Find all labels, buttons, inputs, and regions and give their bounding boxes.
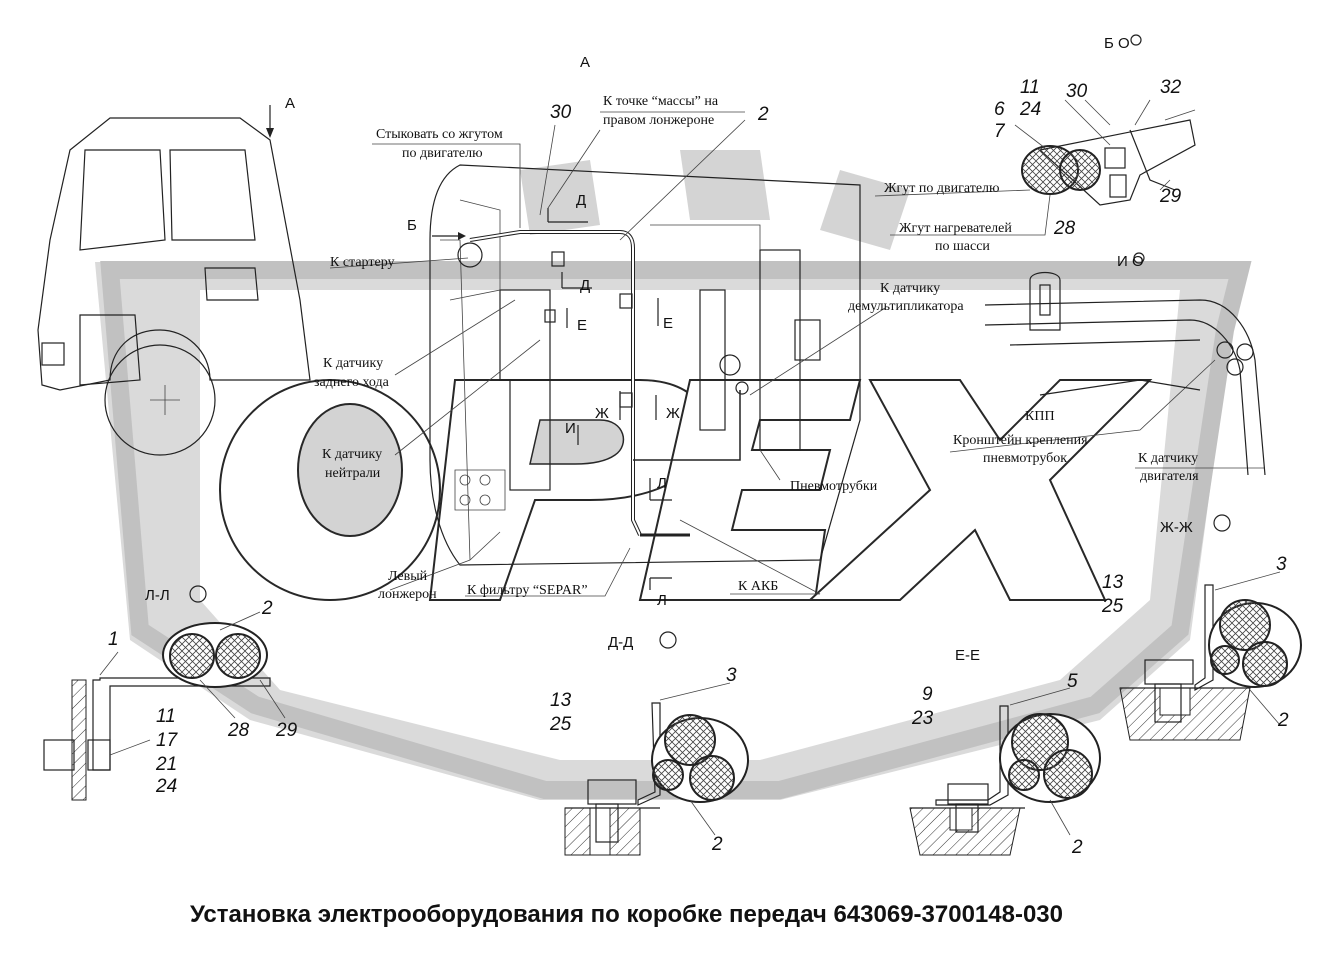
wire-harness xyxy=(469,230,749,537)
view-circles xyxy=(189,34,1231,649)
callout-reverse-1: К датчику xyxy=(323,356,383,371)
callout-kpp: КПП xyxy=(1025,409,1055,424)
num-bo-30: 30 xyxy=(1066,81,1088,102)
gearbox xyxy=(429,164,861,566)
callout-demult-1: К датчику xyxy=(880,281,940,296)
leader-lines xyxy=(329,111,1265,597)
num-zh-25: 25 xyxy=(1101,596,1124,617)
drawing-title: Установка электрооборудования по коробке… xyxy=(190,901,1063,928)
cut-l2: Л xyxy=(657,592,667,609)
callout-engine-sensor-1: К датчику xyxy=(1138,451,1198,466)
num-main-2: 2 xyxy=(757,104,769,125)
detail-zhzh xyxy=(1119,571,1302,741)
cut-i: И xyxy=(565,420,576,437)
callout-bracket-2: пневмотрубок xyxy=(983,451,1067,466)
callout-ground-2: правом лонжероне xyxy=(603,113,714,128)
callout-rail-2: лонжерон xyxy=(378,587,437,602)
view-label-zhzh: Ж-Ж xyxy=(1160,519,1193,536)
num-bo-24: 24 xyxy=(1019,99,1041,120)
callout-join-1: Стыковать со жгутом xyxy=(376,127,503,142)
detail-ee xyxy=(909,687,1101,856)
num-ee-23: 23 xyxy=(911,708,934,729)
callout-pneumo: Пневмотрубки xyxy=(790,479,878,494)
num-ll-21: 21 xyxy=(155,754,177,775)
callout-engine-harness: Жгут по двигателю xyxy=(884,181,1000,196)
num-bo-6: 6 xyxy=(994,99,1005,120)
num-bo-11: 11 xyxy=(1020,77,1040,98)
num-main-30: 30 xyxy=(550,102,572,123)
cut-d1: Д xyxy=(576,192,586,209)
view-label-ee: Е-Е xyxy=(955,647,980,664)
callout-reverse-2: заднего хода xyxy=(314,375,390,390)
callout-engine-sensor-2: двигателя xyxy=(1140,469,1199,484)
cut-d2: Д xyxy=(580,277,590,294)
section-markers xyxy=(266,105,672,590)
callout-akb: К АКБ xyxy=(738,579,778,594)
num-dd-13: 13 xyxy=(550,690,572,711)
cut-l1: Л xyxy=(657,475,667,492)
view-label-bo: Б О xyxy=(1104,35,1130,52)
num-ll-2: 2 xyxy=(261,598,273,619)
callout-ground-1: К точке “массы” на xyxy=(603,94,719,109)
callout-bracket-1: Кронштейн крепления xyxy=(953,433,1088,448)
num-ee-5: 5 xyxy=(1067,671,1078,692)
num-bo-29: 29 xyxy=(1159,186,1182,207)
cut-zh1: Ж xyxy=(595,405,609,422)
detail-ll xyxy=(43,611,286,801)
view-label-a-cab: А xyxy=(285,95,295,112)
cut-e1: Е xyxy=(577,317,587,334)
num-ll-17: 17 xyxy=(156,730,179,751)
callout-heater-1: Жгут нагревателей xyxy=(899,221,1012,236)
num-ll-28: 28 xyxy=(227,720,250,741)
callout-separ: К фильтру “SEPAR” xyxy=(467,583,588,598)
num-ll-24: 24 xyxy=(155,776,177,797)
callout-neutral-2: нейтрали xyxy=(325,466,381,481)
num-dd-3: 3 xyxy=(726,665,737,686)
view-label-a: А xyxy=(580,54,590,71)
view-label-ll: Л-Л xyxy=(145,587,170,604)
callout-starter: К стартеру xyxy=(330,255,395,270)
num-ee-9: 9 xyxy=(922,684,933,705)
num-bo-7: 7 xyxy=(994,121,1006,142)
cut-e2: Е xyxy=(663,315,673,332)
num-dd-25: 25 xyxy=(549,714,572,735)
num-ee-2: 2 xyxy=(1071,837,1083,858)
num-bo-32: 32 xyxy=(1160,77,1182,98)
detail-io xyxy=(984,271,1266,476)
callout-demult-2: демультипликатора xyxy=(848,299,964,314)
cut-b: Б xyxy=(407,217,417,234)
num-zh-2: 2 xyxy=(1277,710,1289,731)
num-dd-2: 2 xyxy=(711,834,723,855)
detail-dd xyxy=(564,682,749,856)
num-ll-1: 1 xyxy=(108,629,119,650)
labels: А А Б О И О Ж-Ж Л-Л Д-Д Е-Е Стыковать со… xyxy=(108,35,1289,928)
view-label-dd: Д-Д xyxy=(608,634,633,651)
view-label-io: И О xyxy=(1117,253,1144,270)
num-ll-11: 11 xyxy=(156,706,176,727)
num-ll-29: 29 xyxy=(275,720,298,741)
watermark-logo xyxy=(95,150,1252,800)
callout-heater-2: по шасси xyxy=(935,239,990,254)
truck-cab xyxy=(37,117,311,456)
callout-neutral-1: К датчику xyxy=(322,447,382,462)
cut-zh2: Ж xyxy=(666,405,680,422)
callout-rail-1: Левый xyxy=(388,569,428,584)
callout-join-2: по двигателю xyxy=(402,146,483,161)
num-zh-13: 13 xyxy=(1102,572,1124,593)
num-zh-3: 3 xyxy=(1276,554,1287,575)
detail-bo xyxy=(1014,99,1196,206)
num-bo-28: 28 xyxy=(1053,218,1076,239)
